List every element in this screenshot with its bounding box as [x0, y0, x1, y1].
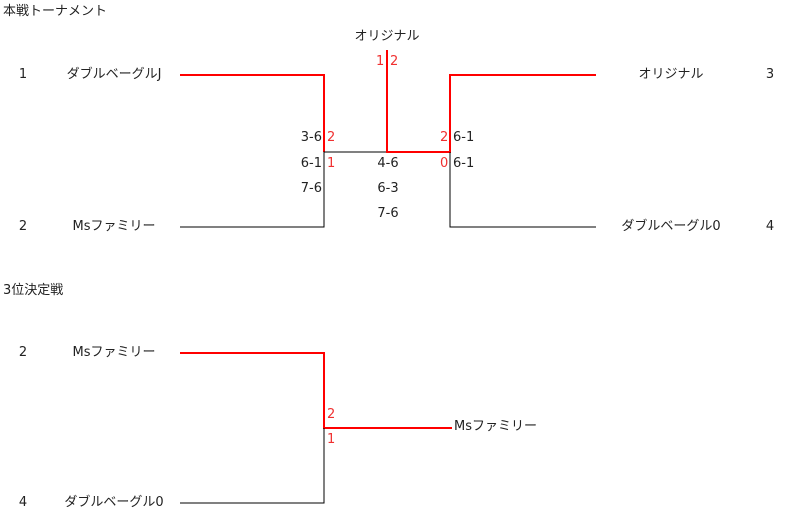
match-score: 1: [327, 432, 336, 447]
final-score-left: 1: [376, 54, 385, 69]
match-score: 0: [440, 156, 449, 171]
final-winner: オリジナル: [354, 29, 420, 44]
team-name: ダブルベーグル0: [64, 495, 164, 510]
match-score: 1: [327, 156, 336, 171]
winner-line: [386, 50, 596, 153]
match-score: 2: [440, 130, 449, 145]
final-set-score: 7-6: [377, 206, 399, 221]
seed: 4: [18, 495, 28, 510]
team-name: ダブルベーグルJ: [66, 67, 162, 82]
seed: 4: [765, 219, 775, 234]
seed: 3: [765, 67, 775, 82]
seed: 2: [18, 345, 28, 360]
match-score: 2: [327, 407, 336, 422]
section-title: 3位決定戦: [3, 283, 64, 298]
set-score: 6-1: [453, 130, 475, 145]
seed: 1: [18, 67, 28, 82]
loser-line: [180, 151, 387, 228]
loser-line: [180, 428, 325, 504]
final-set-score: 6-3: [377, 181, 399, 196]
seed: 2: [18, 219, 28, 234]
team-name: オリジナル: [638, 67, 704, 82]
winner-line: [180, 352, 452, 429]
team-name: Msファミリー: [72, 219, 156, 234]
set-score: 7-6: [300, 181, 322, 196]
set-score: 6-1: [300, 156, 322, 171]
section-title: 本戦トーナメント: [3, 4, 108, 19]
final-set-score: 4-6: [377, 156, 399, 171]
third-place-winner: Msファミリー: [454, 419, 537, 434]
loser-line: [449, 152, 596, 228]
team-name: ダブルベーグル0: [621, 219, 721, 234]
match-score: 2: [327, 130, 336, 145]
final-score-right: 2: [390, 54, 399, 69]
set-score: 3-6: [300, 130, 322, 145]
set-score: 6-1: [453, 156, 475, 171]
winner-line: [180, 74, 325, 152]
team-name: Msファミリー: [72, 345, 156, 360]
